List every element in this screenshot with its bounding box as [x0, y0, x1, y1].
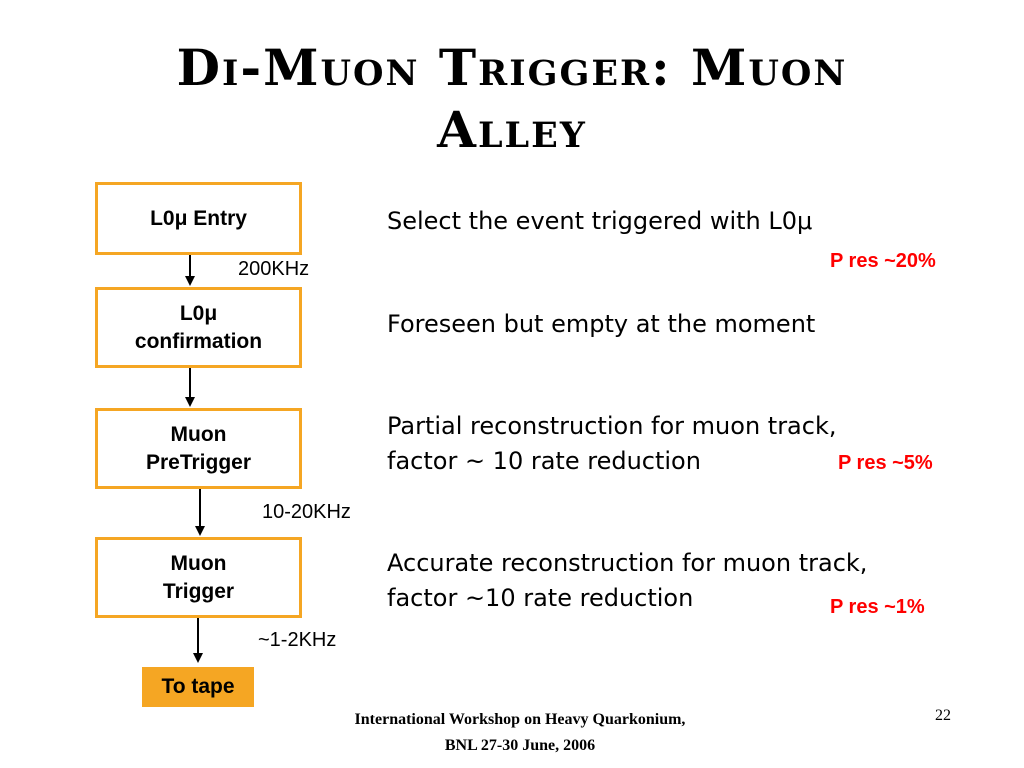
p-res-5-percent: P res ~5% — [838, 452, 933, 474]
description-line: Partial reconstruction for muon track, — [387, 412, 837, 440]
page-number: 22 — [935, 707, 951, 724]
flow-arrow-shaft — [189, 368, 191, 398]
description-line: Foreseen but empty at the moment — [387, 310, 816, 338]
flow-box-label: Muon — [170, 422, 227, 446]
flow-box-label: PreTrigger — [145, 450, 252, 474]
flow-arrow-shaft — [199, 489, 201, 527]
flow-box-l0mu-confirmation: L0μ confirmation — [95, 287, 302, 368]
flow-arrow-head — [193, 653, 203, 663]
flow-arrow-head — [195, 526, 205, 536]
flow-box-label: Trigger — [162, 579, 235, 603]
description-foreseen: Foreseen but empty at the moment — [387, 307, 815, 342]
flow-box-muon-trigger: Muon Trigger — [95, 537, 302, 618]
description-line: Select the event triggered with L0μ — [387, 207, 813, 235]
flow-arrow-shaft — [197, 618, 199, 654]
flow-arrow-head — [185, 397, 195, 407]
description-partial-reconstruction: Partial reconstruction for muon track, f… — [387, 409, 836, 479]
rate-label-200khz: 200KHz — [238, 258, 310, 280]
footer-conference: International Workshop on Heavy Quarkoni… — [354, 711, 686, 728]
description-line: factor ~ 10 rate reduction — [387, 447, 701, 475]
footer-date: BNL 27-30 June, 2006 — [444, 737, 596, 754]
flow-box-label: confirmation — [134, 329, 263, 353]
description-line: Accurate reconstruction for muon track, — [387, 549, 868, 577]
flow-box-label: Muon — [170, 551, 227, 575]
p-res-1-percent: P res ~1% — [830, 596, 925, 618]
slide-title-line-1: Di-Muon Trigger: Muon — [176, 38, 848, 97]
flow-box-label: L0μ — [179, 301, 218, 325]
description-line: factor ~10 rate reduction — [387, 584, 694, 612]
slide-title-line-2: Alley — [437, 100, 587, 159]
flow-arrow-shaft — [189, 255, 191, 277]
rate-label-1-2khz: ~1-2KHz — [258, 629, 337, 651]
flow-box-label: L0μ Entry — [150, 206, 247, 230]
flow-box-muon-pretrigger: Muon PreTrigger — [95, 408, 302, 489]
description-accurate-reconstruction: Accurate reconstruction for muon track, … — [387, 546, 867, 616]
rate-label-10-20khz: 10-20KHz — [262, 501, 351, 523]
flow-arrow-head — [185, 276, 195, 286]
p-res-20-percent: P res ~20% — [830, 250, 936, 272]
flow-box-l0mu-entry: L0μ Entry — [95, 182, 302, 255]
to-tape-box: To tape — [142, 667, 254, 707]
description-select-event: Select the event triggered with L0μ — [387, 204, 812, 239]
